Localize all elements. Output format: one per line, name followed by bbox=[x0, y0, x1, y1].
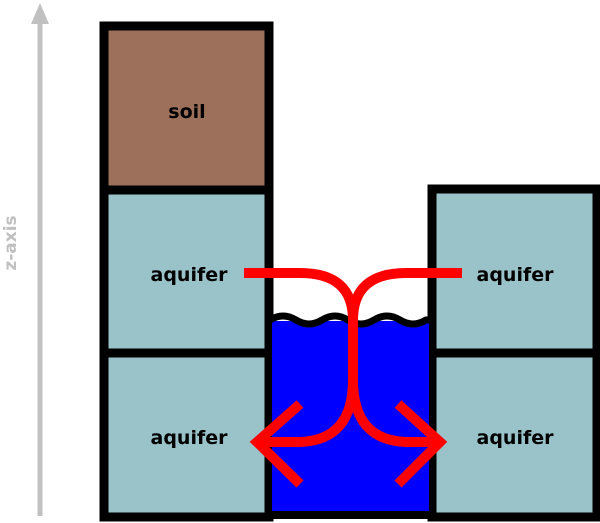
aquifer-cell-right-lower bbox=[436, 356, 593, 513]
soil-label: soil bbox=[168, 101, 205, 123]
aquifer-cell-left-lower bbox=[108, 356, 265, 513]
inflow-right-arrow bbox=[348, 268, 462, 321]
z-axis-arrowhead-icon bbox=[31, 3, 49, 24]
left-column bbox=[99, 21, 274, 522]
outflow-right-arrowhead-icon bbox=[394, 400, 448, 488]
z-axis: z-axis bbox=[1, 3, 49, 516]
outflow-left-arrowhead-icon bbox=[249, 400, 304, 488]
soil-cell bbox=[108, 30, 265, 187]
aquifer-cell-left-upper bbox=[108, 193, 265, 350]
aquifer-label-left-lower: aquifer bbox=[151, 427, 229, 449]
aquifer-cell-right-upper bbox=[436, 193, 593, 350]
right-column bbox=[427, 184, 600, 522]
aquifer-label-right-lower: aquifer bbox=[477, 427, 555, 449]
outflow-right-curve bbox=[348, 379, 440, 447]
flow-arrows bbox=[244, 268, 462, 488]
aquifer-label-left-upper: aquifer bbox=[151, 264, 229, 286]
z-axis-label: z-axis bbox=[1, 215, 21, 270]
aquifer-label-right-upper: aquifer bbox=[477, 264, 555, 286]
